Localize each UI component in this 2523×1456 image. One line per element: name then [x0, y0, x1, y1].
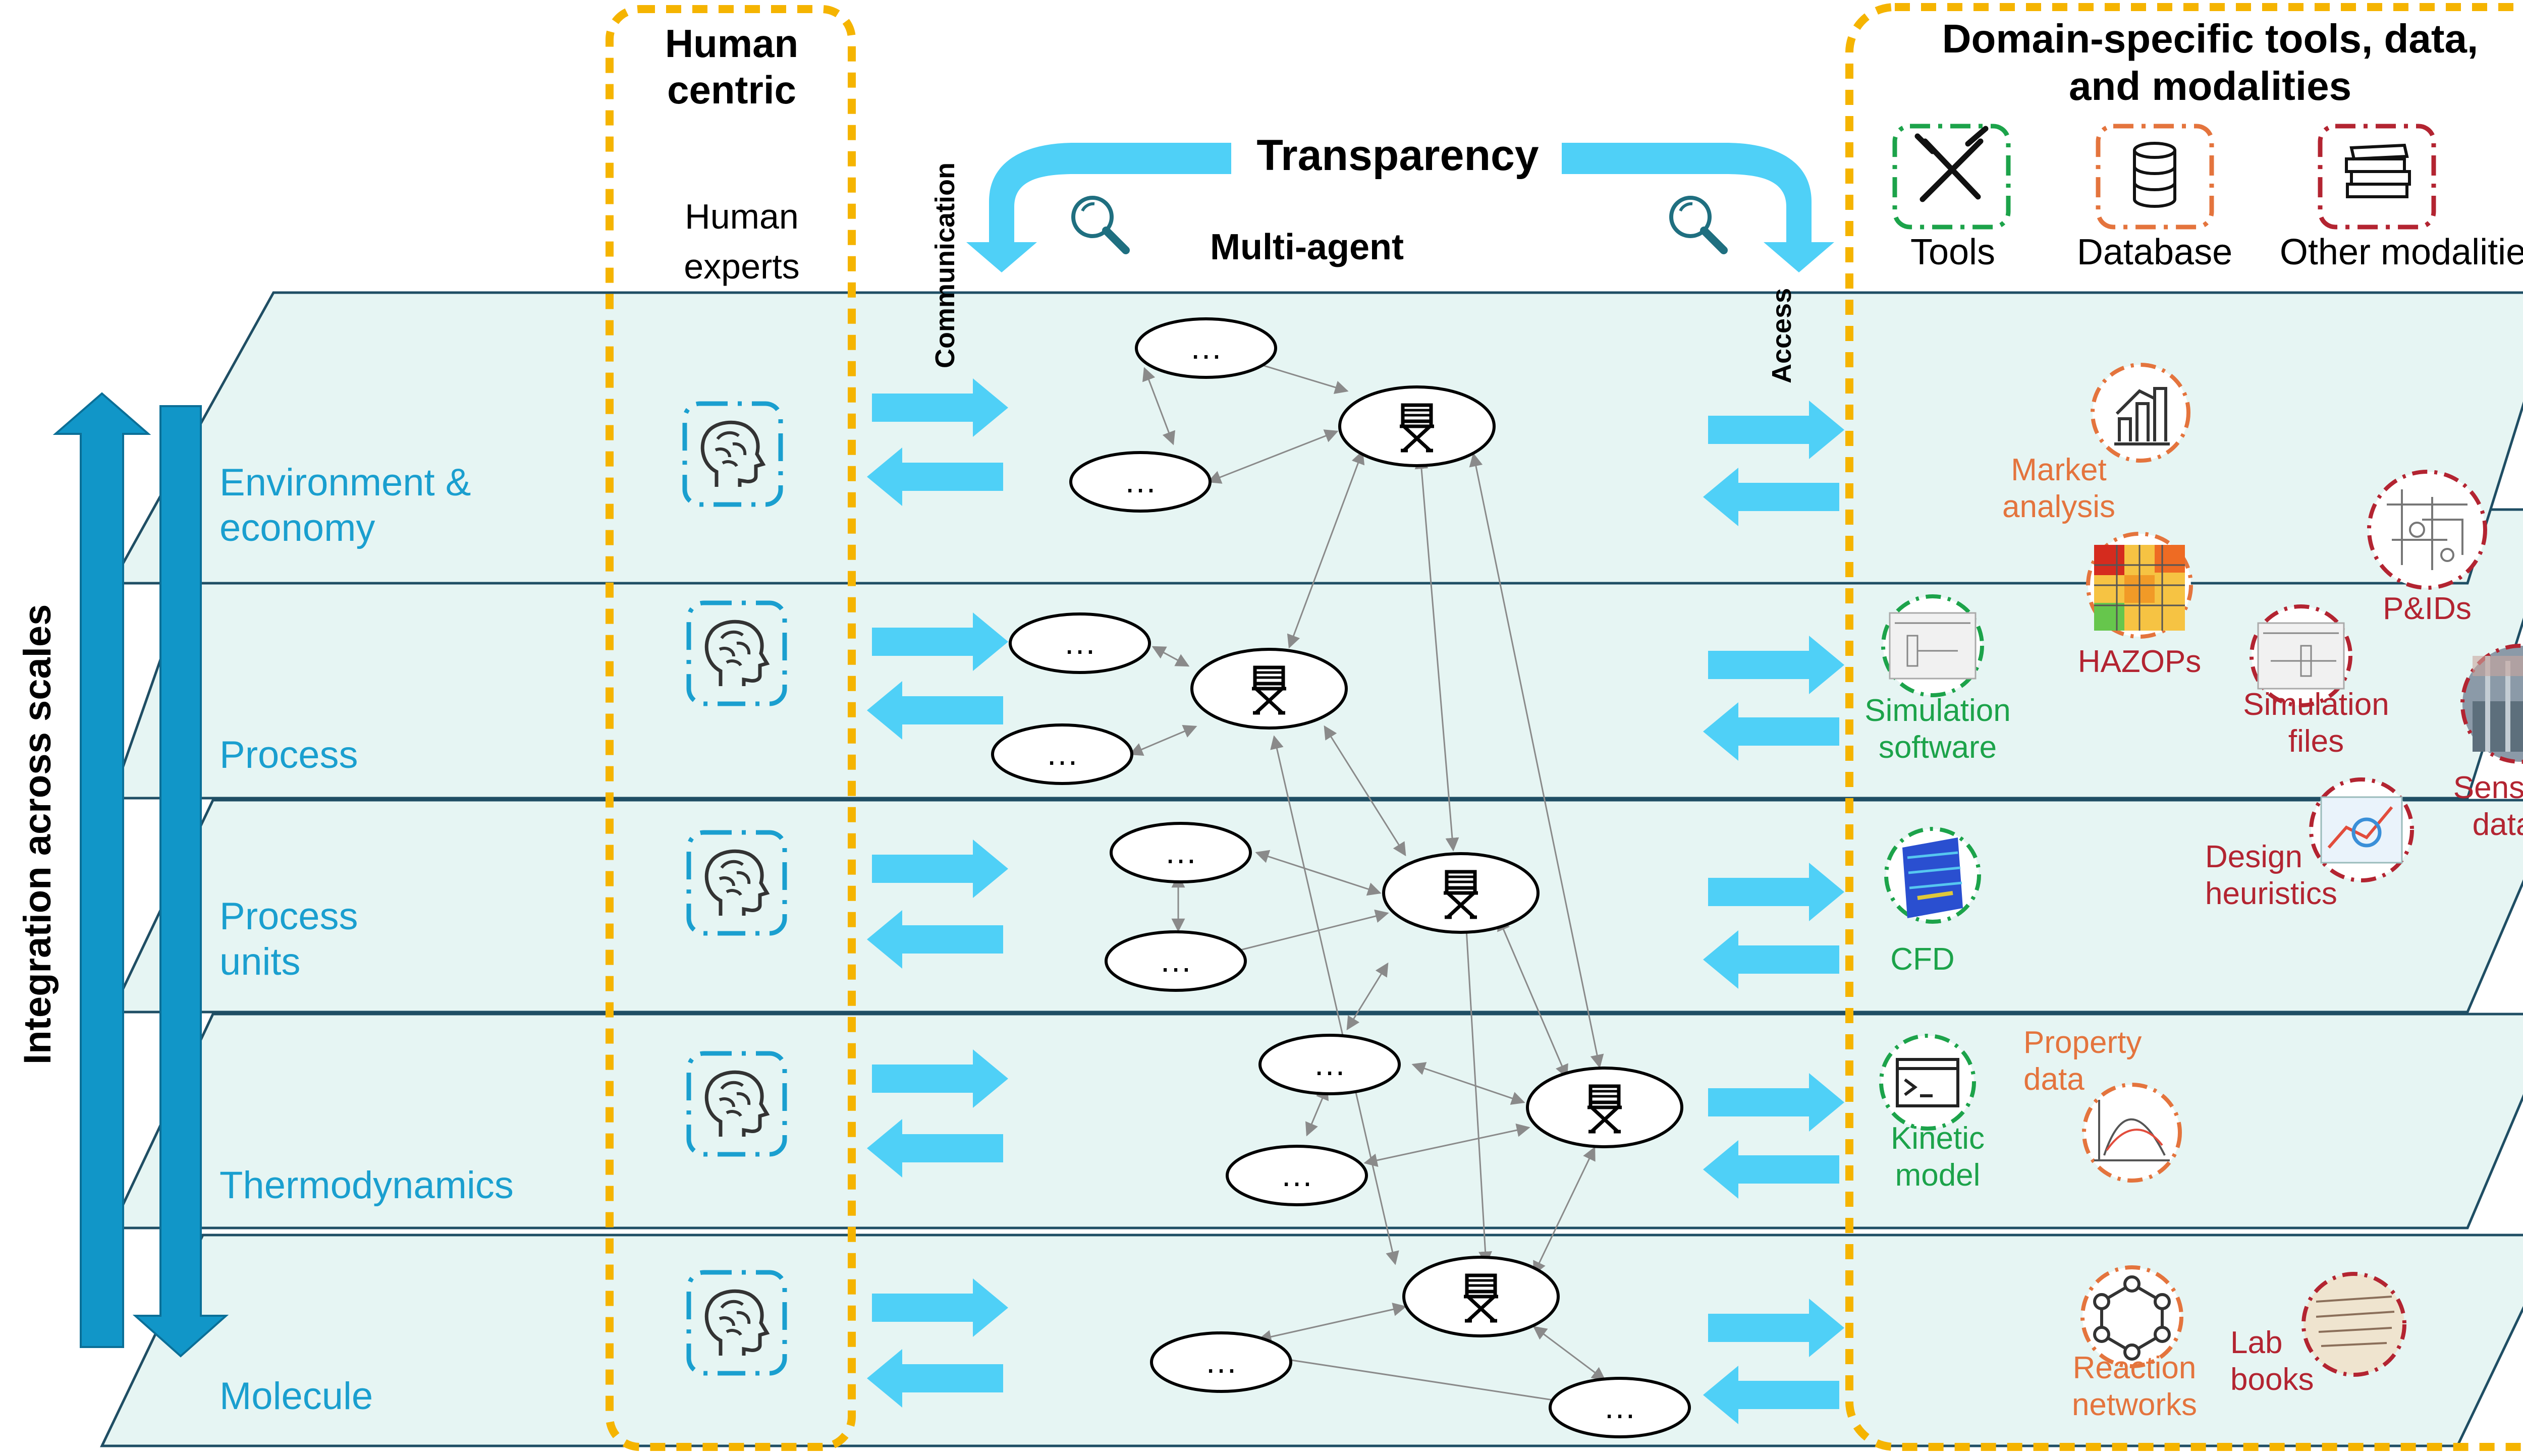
agent-label: …: [1164, 833, 1197, 870]
layer-label-environment: Environment & economy: [220, 461, 471, 549]
database-icon: [2096, 124, 2214, 230]
agent-node: [1069, 451, 1212, 513]
agent-label: …: [1313, 1045, 1346, 1082]
human-experts-label: Human experts: [646, 192, 838, 292]
agent-label: …: [1189, 328, 1223, 366]
agent-label: …: [1204, 1342, 1238, 1380]
layer-label-process: Process: [220, 734, 358, 776]
human-experts-line2: experts: [684, 247, 800, 287]
communication-label: Communication: [930, 162, 960, 368]
integration-arrows: [52, 392, 229, 1358]
agent-node: [1009, 612, 1151, 674]
layer-process-units-plane: [110, 799, 2523, 1014]
sensor-data-label: Sensor data: [2453, 770, 2523, 843]
agent-node: [1226, 1145, 1368, 1206]
magnifier-left-icon: [1073, 198, 1126, 250]
agent-label: …: [1159, 941, 1192, 979]
market-analysis-icon: [2091, 363, 2190, 463]
tools-icon: [1892, 124, 2011, 230]
reaction-networks-label: Reaction networks: [2071, 1351, 2198, 1423]
pids-label: P&IDs: [2383, 591, 2472, 626]
layer-label-process-units: Process units: [220, 895, 358, 983]
human-centric-box: [606, 5, 856, 1451]
human-centric-line1: Human: [665, 21, 799, 66]
agent-label: …: [1046, 735, 1079, 772]
agent-node: [1110, 822, 1252, 883]
reaction-networks-icon: [2080, 1265, 2183, 1368]
transparency-arrow: [966, 143, 1834, 272]
kinetic-model-label: Kinetic model: [1890, 1121, 1985, 1193]
books-icon: [2318, 124, 2436, 230]
property-data-icon: [2082, 1083, 2182, 1183]
human-centric-title: Human centric: [631, 20, 833, 113]
agent-node: [1258, 1034, 1401, 1095]
legend-database-label: Database: [2076, 232, 2233, 272]
agent-node: [991, 723, 1133, 785]
agent-node: [1105, 930, 1247, 992]
domain-tools-title: Domain-specific tools, data, and modalit…: [1862, 15, 2523, 110]
lab-books-icon: [2301, 1272, 2406, 1377]
property-data-label: Property data: [2023, 1025, 2142, 1097]
cfd-label: CFD: [1890, 942, 1955, 977]
lab-books-label: Lab books: [2230, 1325, 2314, 1397]
layer-label-thermodynamics: Thermodynamics: [220, 1164, 514, 1207]
simulation-files-label: Simulation files: [2243, 687, 2389, 759]
kinetic-model-icon: [1879, 1034, 1976, 1131]
legend-tools-label: Tools: [1910, 232, 1996, 272]
agent-label: …: [1063, 624, 1096, 661]
resource-icons: [1879, 363, 2523, 1377]
agents: [991, 317, 1691, 1438]
agent-node: [1135, 317, 1277, 379]
pids-icon: [2367, 470, 2487, 590]
legend-other-label: Other modalities: [2279, 232, 2523, 272]
agent-label: …: [1603, 1388, 1636, 1425]
human-centric-line2: centric: [667, 68, 796, 113]
agent-label: …: [1124, 462, 1157, 499]
domain-tools-box: [1845, 3, 2523, 1451]
integration-label: Integration across scales: [16, 604, 59, 1065]
agent-node: [1549, 1377, 1691, 1438]
up-arrow: [52, 392, 151, 1348]
legend-icons: [1892, 124, 2436, 230]
domain-title-line1: Domain-specific tools, data,: [1942, 16, 2479, 61]
simulation-software-label: Simulation software: [1864, 693, 2011, 765]
layer-label-molecule: Molecule: [220, 1375, 373, 1418]
multi-agent-label: Multi-agent: [1210, 227, 1404, 267]
design-heuristics-label: Design heuristics: [2205, 839, 2337, 912]
magnifier-right-icon: [1671, 198, 1724, 250]
agent-label: …: [1280, 1156, 1313, 1193]
human-experts-line1: Human: [685, 197, 799, 236]
access-label: Access: [1767, 288, 1797, 383]
down-arrow: [132, 405, 229, 1358]
hazops-label: HAZOPs: [2077, 644, 2202, 679]
market-analysis-label: Market analysis: [2002, 453, 2115, 525]
agent-links: [1129, 345, 1606, 1408]
transparency-label: Transparency: [1256, 131, 1539, 180]
agent-node: [1150, 1331, 1292, 1393]
domain-title-line2: and modalities: [2068, 64, 2352, 109]
